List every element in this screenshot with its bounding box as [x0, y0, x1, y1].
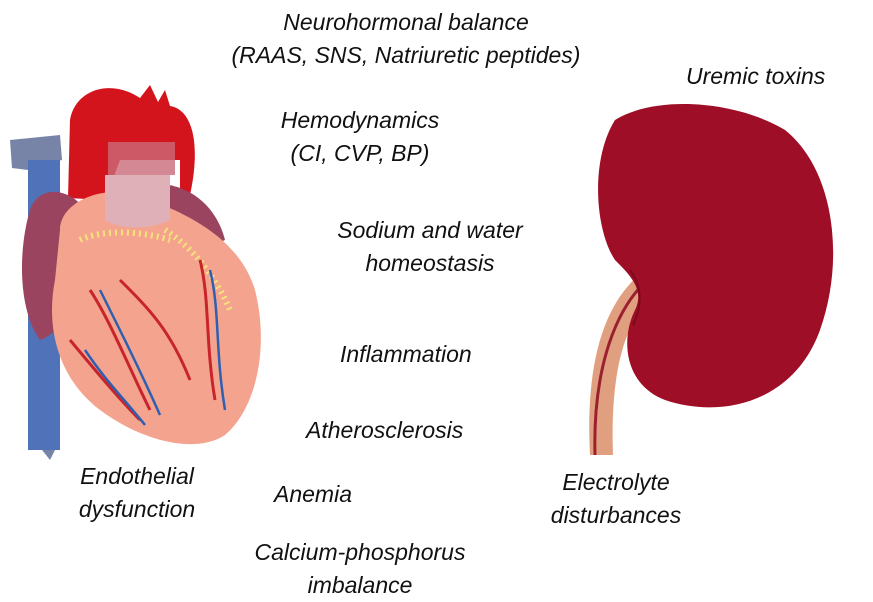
endothelial-label: Endothelial dysfunction: [52, 460, 222, 526]
neurohormonal-line2: (RAAS, SNS, Natriuretic peptides): [176, 39, 636, 72]
calcium-line2: imbalance: [210, 569, 510, 602]
atherosclerosis-label: Atherosclerosis: [306, 414, 463, 447]
hemodynamics-label: Hemodynamics (CI, CVP, BP): [250, 104, 470, 170]
uremic-text: Uremic toxins: [686, 60, 825, 93]
sodium-water-label: Sodium and water homeostasis: [300, 214, 560, 280]
neurohormonal-label: Neurohormonal balance (RAAS, SNS, Natriu…: [176, 6, 636, 72]
anemia-text: Anemia: [274, 478, 352, 511]
sodium-line1: Sodium and water: [300, 214, 560, 247]
electrolyte-line2: disturbances: [516, 499, 716, 532]
hemodynamics-line1: Hemodynamics: [250, 104, 470, 137]
inflammation-label: Inflammation: [340, 338, 472, 371]
uremic-label: Uremic toxins: [686, 60, 825, 93]
electrolyte-line1: Electrolyte: [516, 466, 716, 499]
calcium-line1: Calcium-phosphorus: [210, 536, 510, 569]
inflammation-text: Inflammation: [340, 338, 472, 371]
kidney-illustration: [585, 100, 855, 460]
endothelial-line2: dysfunction: [52, 493, 222, 526]
electrolyte-label: Electrolyte disturbances: [516, 466, 716, 532]
atherosclerosis-text: Atherosclerosis: [306, 414, 463, 447]
neurohormonal-line1: Neurohormonal balance: [176, 6, 636, 39]
anemia-label: Anemia: [274, 478, 352, 511]
endothelial-line1: Endothelial: [52, 460, 222, 493]
kidney: [598, 104, 833, 407]
calcium-phosphorus-label: Calcium-phosphorus imbalance: [210, 536, 510, 602]
hemodynamics-line2: (CI, CVP, BP): [250, 137, 470, 170]
sodium-line2: homeostasis: [300, 247, 560, 280]
